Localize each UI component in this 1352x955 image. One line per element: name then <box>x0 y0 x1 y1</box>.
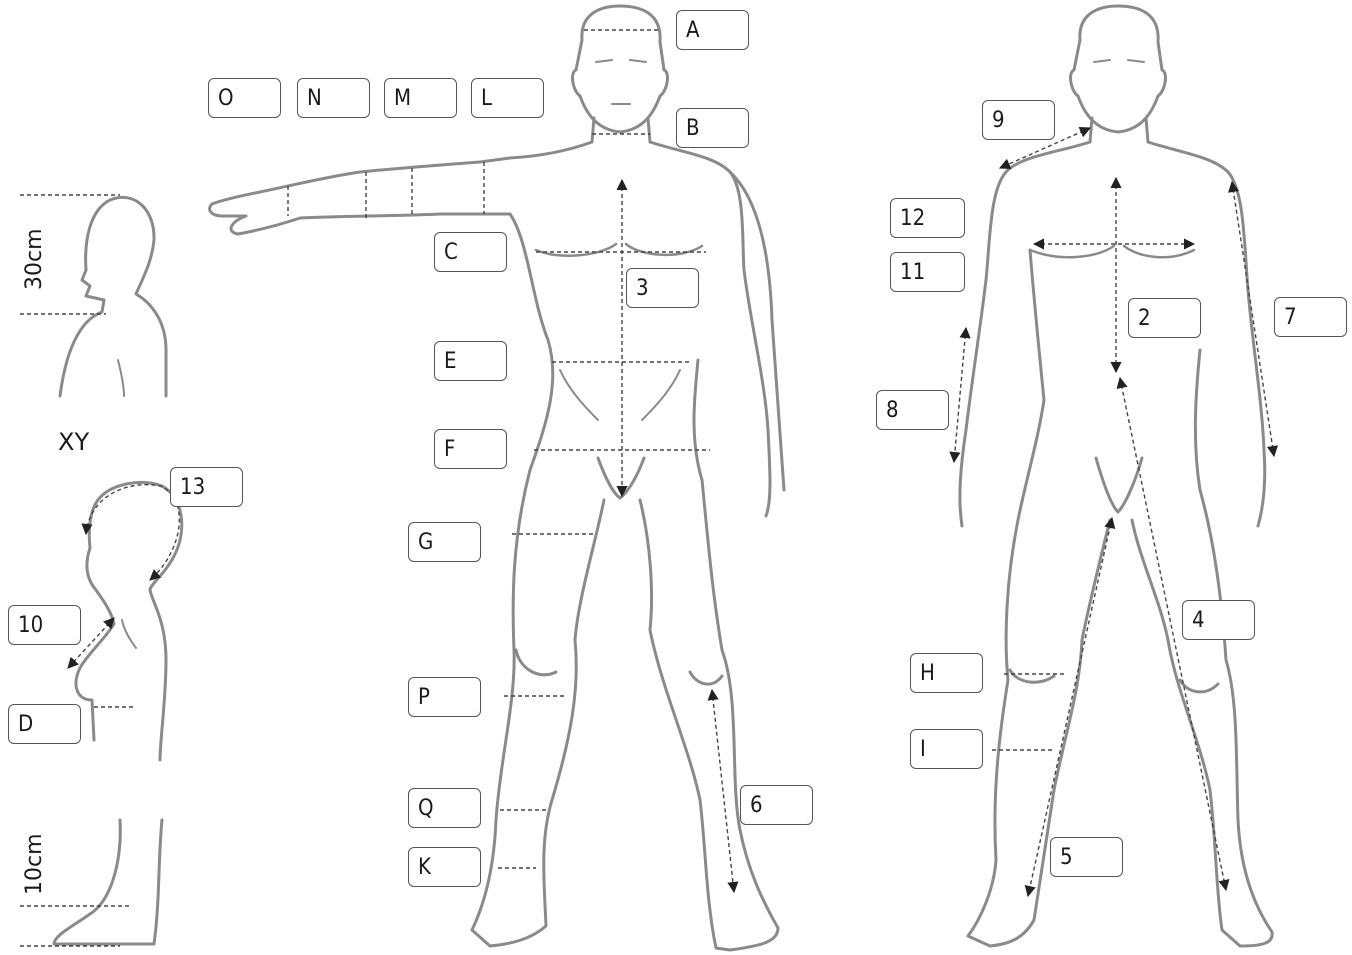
measurement-box-D[interactable]: D <box>8 704 81 744</box>
side-figure <box>960 6 1272 946</box>
measurement-box-12[interactable]: 12 <box>890 198 965 238</box>
measurement-box-P[interactable]: P <box>408 677 481 717</box>
foot-height-label: 10cm <box>22 833 47 895</box>
measurement-box-N[interactable]: N <box>297 78 370 118</box>
measurement-box-K[interactable]: K <box>408 847 481 887</box>
measurement-box-C[interactable]: C <box>434 232 507 272</box>
measurement-box-A[interactable]: A <box>676 10 749 50</box>
measurement-box-2[interactable]: 2 <box>1128 298 1201 338</box>
measurement-box-H[interactable]: H <box>910 653 983 693</box>
measurement-box-7[interactable]: 7 <box>1274 297 1347 337</box>
measurement-box-G[interactable]: G <box>408 522 481 562</box>
measurement-box-L[interactable]: L <box>471 78 544 118</box>
measurement-box-6[interactable]: 6 <box>740 785 813 825</box>
head-profile <box>60 197 166 396</box>
foot-profile <box>54 820 162 944</box>
torso-profile <box>76 482 182 760</box>
measurement-box-B[interactable]: B <box>676 108 749 148</box>
measurement-box-3[interactable]: 3 <box>626 268 699 308</box>
measurement-box-I[interactable]: I <box>910 729 983 769</box>
measurement-box-13[interactable]: 13 <box>170 467 243 507</box>
measurement-box-10[interactable]: 10 <box>8 605 81 645</box>
measurement-box-4[interactable]: 4 <box>1182 600 1255 640</box>
measurement-box-5[interactable]: 5 <box>1050 837 1123 877</box>
measurement-box-11[interactable]: 11 <box>890 252 965 292</box>
measure-arrow-6 <box>712 690 734 892</box>
measurement-box-F[interactable]: F <box>434 429 507 469</box>
xy-label: XY <box>58 428 89 456</box>
head-height-label: 30cm <box>22 228 47 290</box>
measurement-box-M[interactable]: M <box>384 78 457 118</box>
measurement-box-E[interactable]: E <box>434 341 507 381</box>
measurement-box-8[interactable]: 8 <box>876 390 949 430</box>
measurement-box-Q[interactable]: Q <box>408 788 481 828</box>
measurement-box-9[interactable]: 9 <box>982 100 1055 140</box>
measurement-box-O[interactable]: O <box>208 78 281 118</box>
measure-arrow-7 <box>1232 182 1274 456</box>
